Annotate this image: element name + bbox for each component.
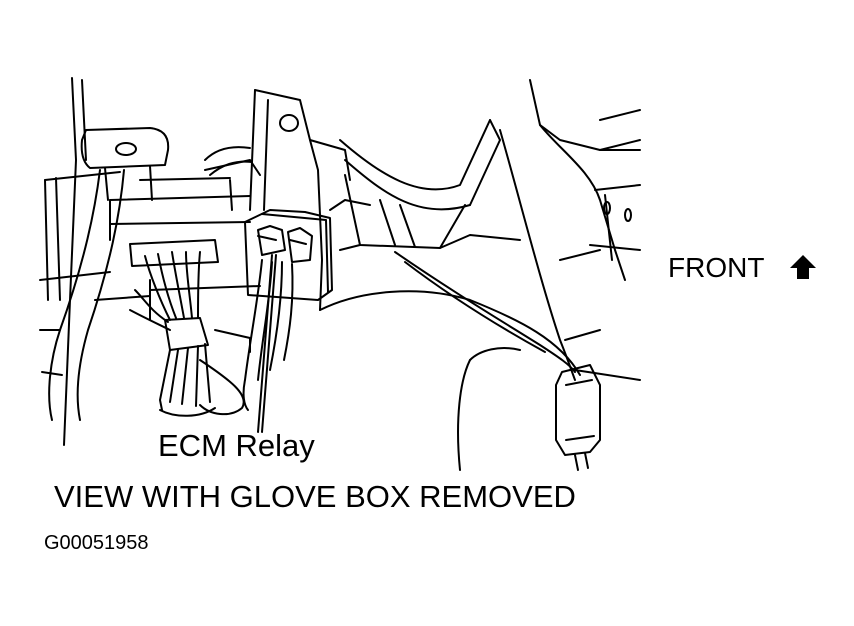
ecm-relay-callout-label: ECM Relay [158,428,315,463]
front-direction-label: FRONT [668,252,765,283]
diagonal-bracket [329,119,521,251]
center-crossbar [94,159,261,321]
arrow-up-icon [790,255,816,279]
dash-frame-left [39,77,121,446]
ecm-relay-body [244,209,333,301]
left-tube [48,169,125,421]
callout-leader [257,254,277,433]
view-caption: VIEW WITH GLOVE BOX REMOVED [54,479,576,514]
left-bracket [80,127,170,201]
right-connector [555,364,601,471]
figure-id: G00051958 [44,532,149,554]
main-bracket [249,89,351,311]
upper-wires [204,146,253,211]
right-structure [529,79,641,381]
left-wire-harness [129,239,251,417]
ecm-relay-wires [242,259,294,411]
lower-housing [319,290,581,471]
right-harness-tube [394,129,576,381]
